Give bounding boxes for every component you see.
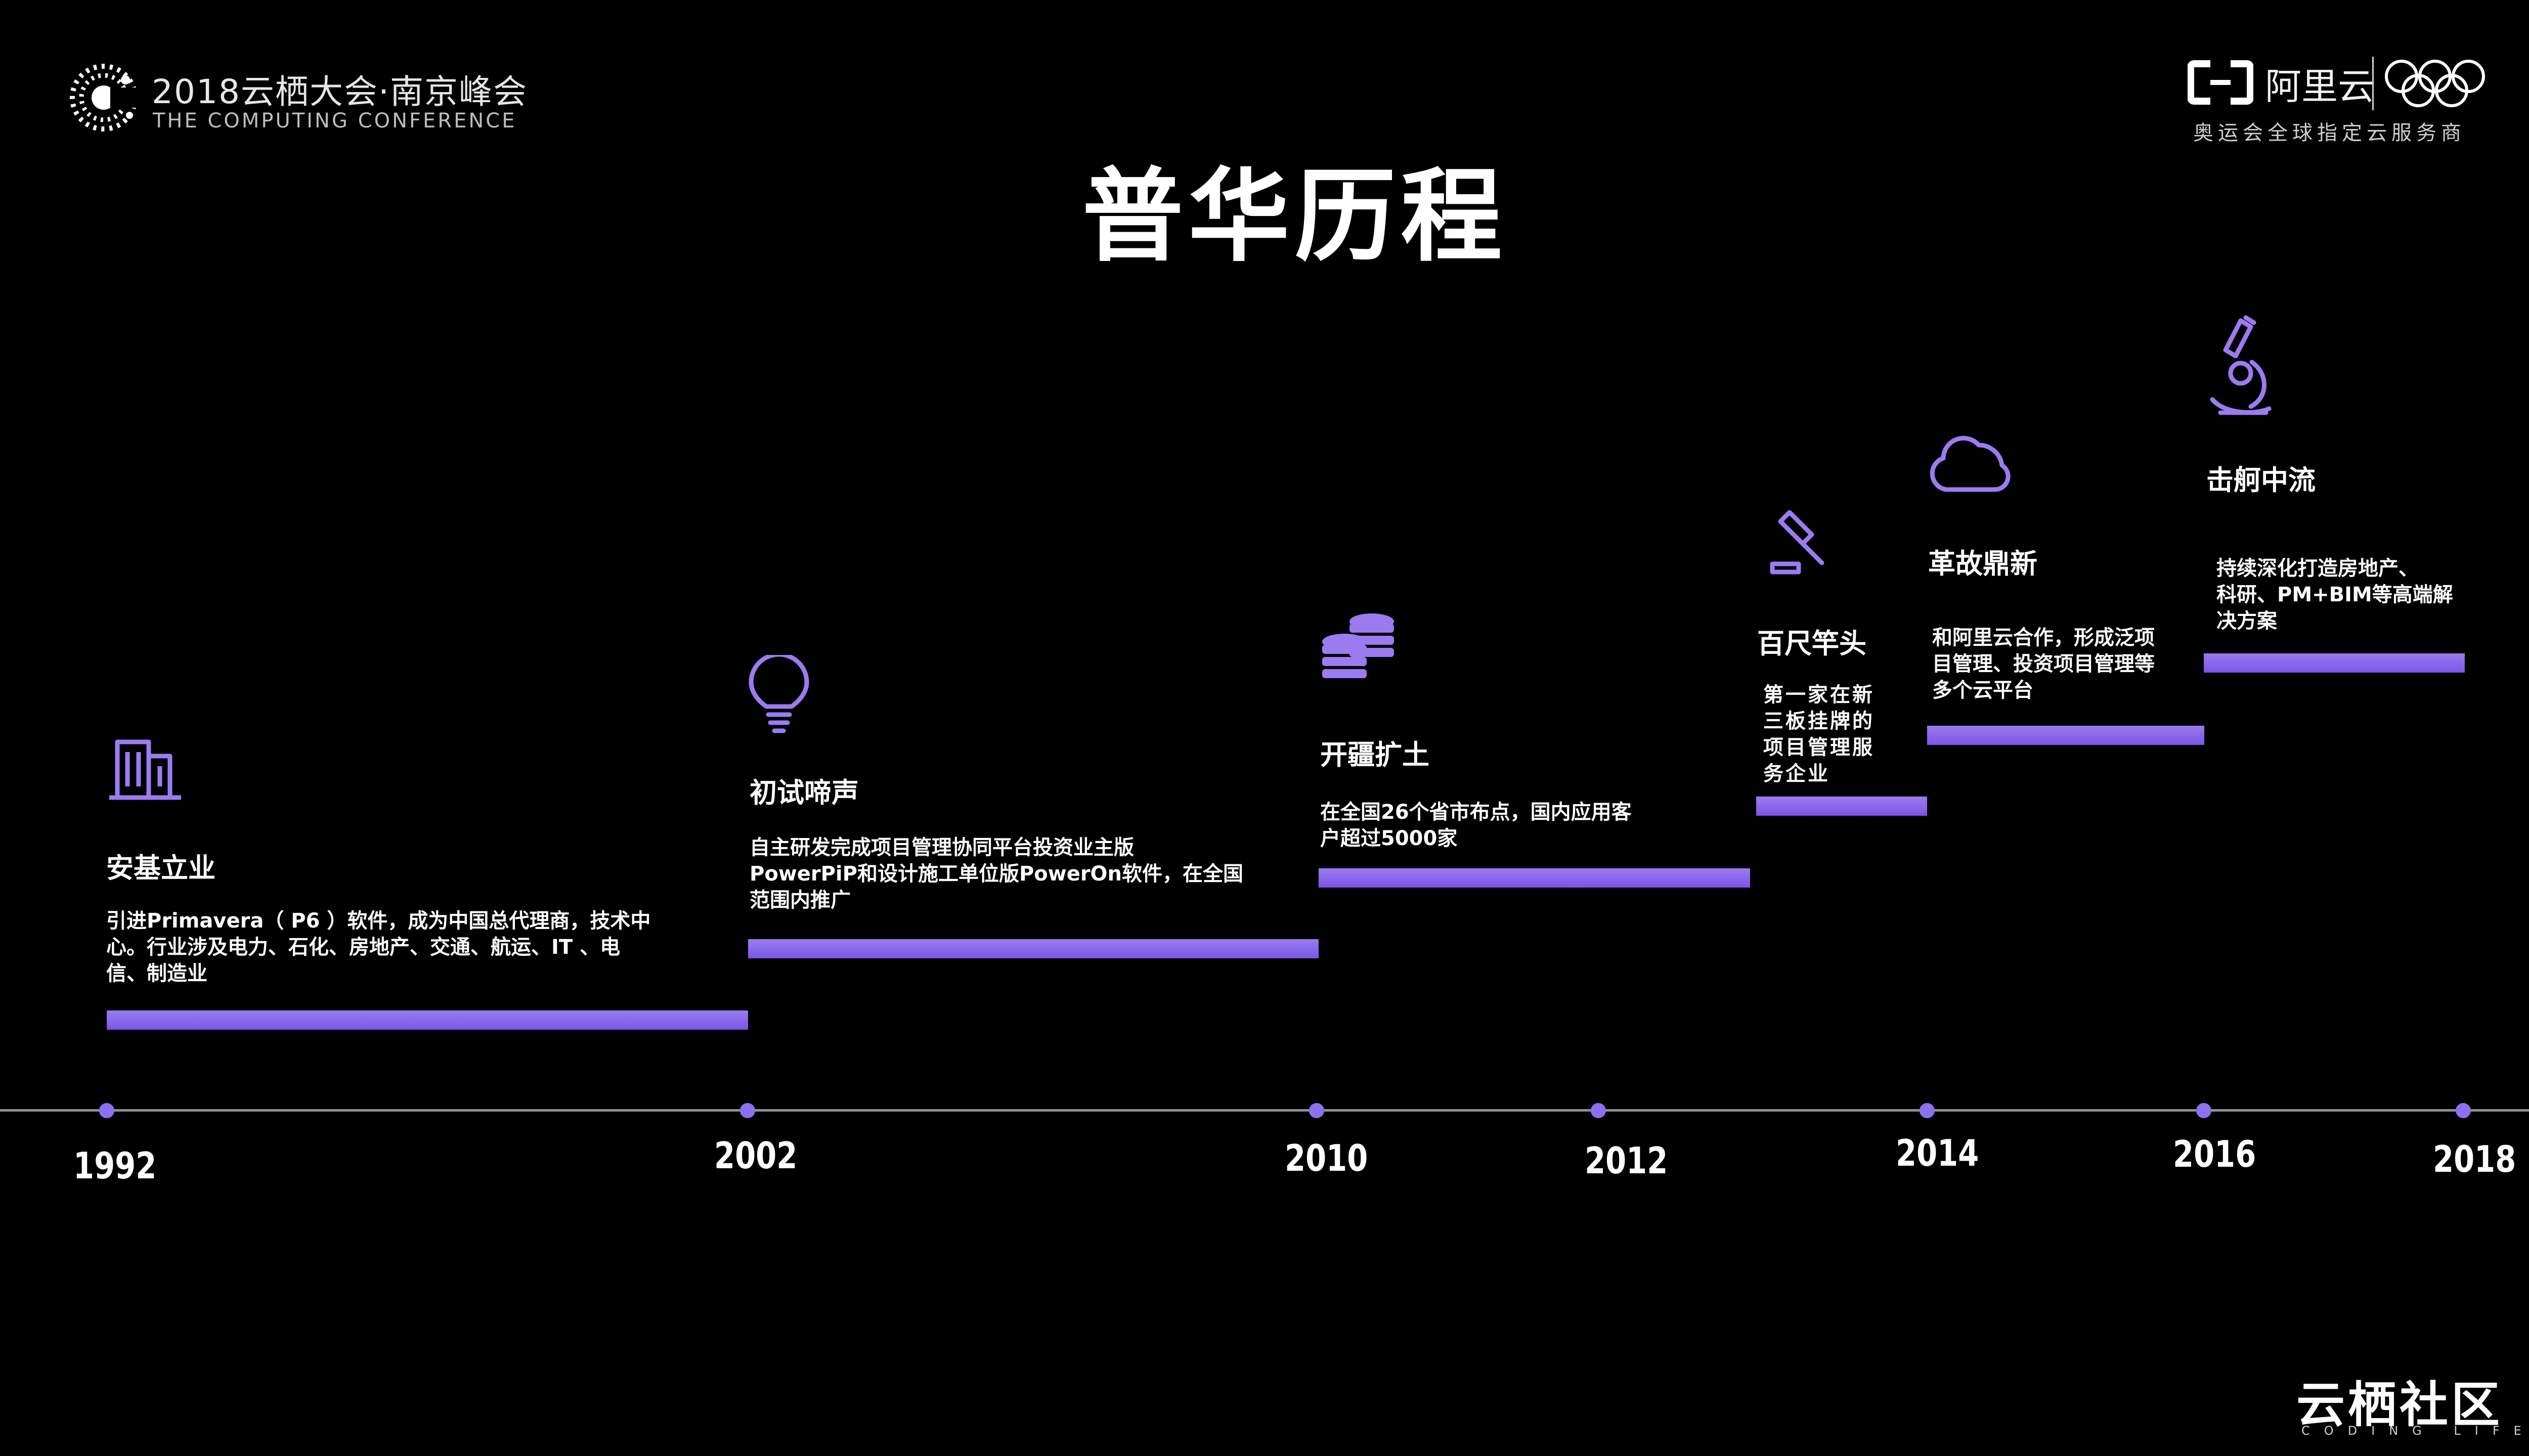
timeline-dot-2010 [1309,1103,1324,1118]
milestone-desc-line: 目管理、投资项目管理等 [1932,652,2155,676]
milestone-title-6: 击舸中流 [2206,464,2316,496]
milestone-desc-line: 决方案 [2216,609,2277,633]
community-tagline: CODING LIFE [2301,1424,2529,1438]
milestone-desc-3: 在全国26个省市布点，国内应用客 户超过5000家 [1320,799,1765,852]
olympic-rings [2383,58,2487,109]
cloud-icon [1928,425,2012,498]
timeline-axis [0,1109,2529,1112]
milestone-desc-line: 项目管理服 [1763,736,1874,759]
milestone-bar-1 [107,1010,748,1030]
event-subtitle: THE COMPUTING CONFERENCE [153,109,517,133]
timeline-year: 2014 [1896,1132,1979,1174]
milestone-desc-line: 和阿里云合作，形成泛项 [1932,626,2155,649]
milestone-title-3: 开疆扩土 [1320,739,1429,771]
building-icon [107,736,183,804]
milestone-bar-4 [1756,797,1927,816]
partner-name: 阿里云 [2265,65,2375,108]
timeline-dot-2018 [2456,1103,2471,1118]
milestone-desc-line: 持续深化打造房地产、 [2216,557,2419,580]
milestone-desc-4: 第一家在新 三板挂牌的 项目管理服 务企业 [1763,682,1920,787]
lightbulb-icon [746,652,812,738]
gavel-icon [1761,508,1837,579]
olympic-rings-icon [2385,60,2485,107]
event-logo-icon [70,64,141,131]
milestone-desc-line: 科研、PM+BIM等高端解 [2216,583,2453,606]
milestone-desc-line: 在全国26个省市布点，国内应用客 [1320,801,1632,824]
milestone-desc-line: 自主研发完成项目管理协同平台投资业主版 [750,836,1134,859]
milestone-desc-6: 持续深化打造房地产、 科研、PM+BIM等高端解 决方案 [2216,555,2479,634]
partner-divider [2372,57,2374,110]
partner-tagline: 奥运会全球指定云服务商 [2193,121,2466,145]
timeline-year: 2010 [1285,1137,1368,1179]
microscope-icon [2205,314,2276,422]
milestone-desc-line: 多个云平台 [1932,679,2033,702]
timeline-dot-2014 [1920,1103,1935,1118]
milestone-title-5: 革故鼎新 [1928,548,2037,580]
milestone-bar-6 [2204,653,2465,673]
milestone-desc-line: PowerPiP和设计施工单位版PowerOn软件，在全国 [750,862,1244,886]
event-title: 2018云栖大会·南京峰会 [152,72,528,111]
timeline-year: 2016 [2173,1133,2256,1175]
timeline-year: 2018 [2433,1138,2516,1180]
milestone-desc-line: 引进Primavera（ P6 ）软件，成为中国总代理商，技术中 [106,909,651,933]
milestone-bar-2 [748,939,1319,958]
milestone-desc-line: 范围内推广 [750,889,851,912]
timeline-dot-1992 [99,1103,114,1118]
timeline-dot-2002 [740,1103,755,1118]
timeline-year: 2002 [714,1134,798,1177]
aliyun-bracket-icon [2187,60,2254,105]
milestone-desc-line: 第一家在新 [1763,683,1874,707]
coins-icon [1321,609,1397,685]
milestone-title-1: 安基立业 [106,852,215,884]
community-name: 云栖社区 [2296,1377,2503,1433]
partner-logo-mark [2187,60,2254,105]
milestone-desc-line: 务企业 [1763,762,1830,785]
page-title: 普华历程 [1082,158,1507,276]
milestone-desc-line: 心。行业涉及电力、石化、房地产、交通、航运、IT 、电 [106,936,621,959]
milestone-title-4: 百尺竿头 [1757,628,1866,659]
milestone-desc-2: 自主研发完成项目管理协同平台投资业主版 PowerPiP和设计施工单位版Powe… [750,834,1316,913]
timeline-dot-2012 [1591,1103,1606,1118]
milestone-title-2: 初试啼声 [750,777,859,809]
milestone-desc-1: 引进Primavera（ P6 ）软件，成为中国总代理商，技术中 心。行业涉及电… [106,908,688,987]
milestone-desc-line: 信、制造业 [106,962,207,985]
event-logo [66,60,142,136]
milestone-bar-3 [1319,868,1750,888]
timeline-year: 2012 [1585,1139,1668,1182]
milestone-desc-line: 户超过5000家 [1320,827,1458,850]
milestone-desc-5: 和阿里云合作，形成泛项 目管理、投资项目管理等 多个云平台 [1932,625,2205,703]
milestone-desc-line: 三板挂牌的 [1763,710,1874,733]
timeline-dot-2016 [2196,1103,2211,1118]
timeline-year: 1992 [73,1144,157,1187]
milestone-bar-5 [1927,726,2204,745]
